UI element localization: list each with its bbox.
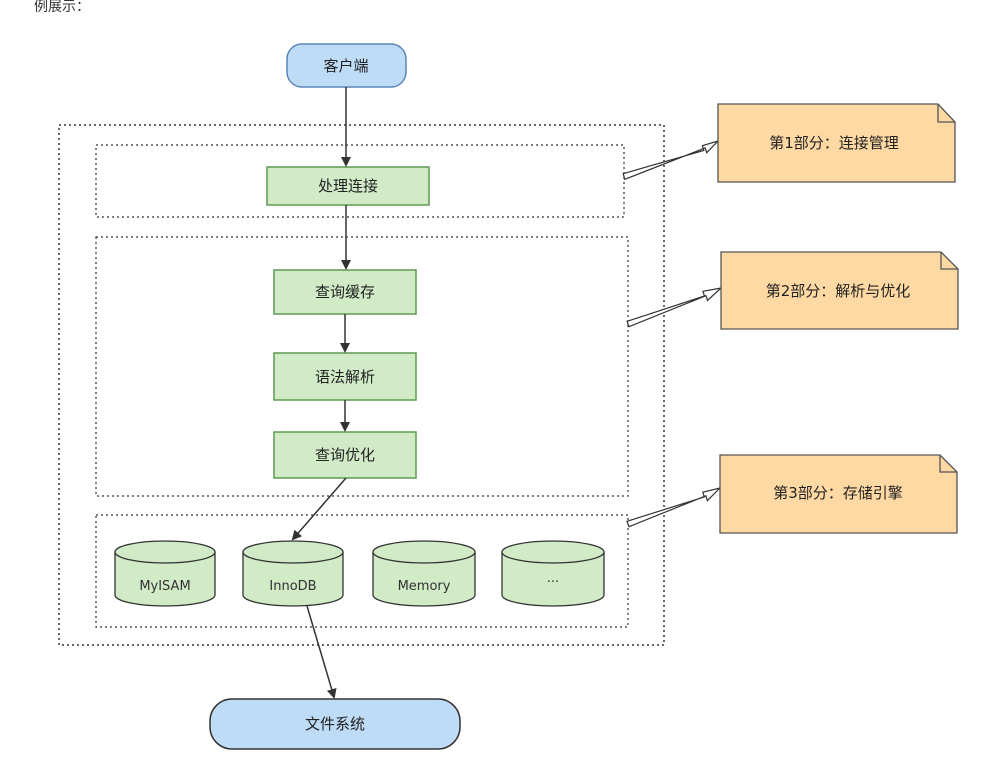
connection-node: 处理连接 [266, 166, 430, 206]
query-optimize-node: 查询优化 [273, 431, 417, 479]
engine-memory: Memory [372, 540, 476, 607]
query-cache-node: 查询缓存 [273, 269, 417, 315]
client-node: 客户端 [286, 43, 407, 88]
note-part1: 第1部分：连接管理 [717, 103, 956, 183]
engine-more: ··· [501, 540, 605, 607]
server-boundary [58, 124, 665, 646]
top-caption: 例展示： [34, 0, 90, 15]
client-label: 客户端 [323, 57, 368, 75]
note-part3: 第3部分：存储引擎 [719, 454, 958, 534]
connection-label: 处理连接 [318, 177, 378, 195]
engine-more-label: ··· [547, 575, 559, 590]
query-optimize-label: 查询优化 [315, 446, 375, 464]
storage-engine-layer-boundary [95, 514, 629, 628]
filesystem-node: 文件系统 [209, 698, 461, 750]
syntax-parse-label: 语法解析 [315, 368, 375, 386]
engine-innodb-label: InnoDB [269, 579, 316, 594]
note-part1-label: 第1部分：连接管理 [769, 134, 899, 152]
block-arrow-part1 [622, 139, 721, 181]
engine-myisam: MyISAM [114, 540, 216, 607]
note-part2-label: 第2部分：解析与优化 [766, 282, 911, 300]
note-part3-label: 第3部分：存储引擎 [773, 484, 903, 502]
filesystem-label: 文件系统 [305, 715, 365, 733]
arrow-innodb-to-filesystem [306, 605, 337, 699]
syntax-parse-node: 语法解析 [273, 352, 417, 401]
engine-innodb: InnoDB [242, 540, 344, 607]
engine-memory-label: Memory [398, 579, 451, 594]
arrow-optimize-to-innodb [291, 477, 347, 541]
note-part2: 第2部分：解析与优化 [720, 251, 959, 330]
block-arrow-part2 [626, 287, 723, 328]
parse-optimize-layer-boundary [95, 236, 629, 497]
query-cache-label: 查询缓存 [315, 283, 375, 301]
block-arrow-part3 [626, 486, 722, 528]
engine-myisam-label: MyISAM [139, 579, 190, 594]
